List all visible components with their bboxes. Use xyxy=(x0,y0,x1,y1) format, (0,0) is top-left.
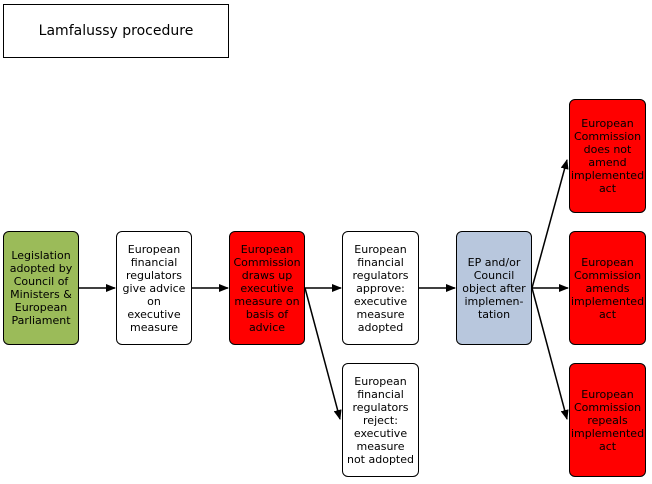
arrow-object-to-not-amend xyxy=(531,159,569,289)
node-commission-not-amend: European Commission does not amend imple… xyxy=(569,99,646,213)
arrow-object-to-repeals xyxy=(531,287,569,420)
node-commission-draws-up: European Commission draws up executive m… xyxy=(229,231,305,345)
node-commission-repeals: European Commission repeals implemented … xyxy=(569,363,646,477)
node-regulators-reject: European financial regulators reject: ex… xyxy=(342,363,419,477)
node-ep-council-object: EP and/or Council object after implemen-… xyxy=(456,231,532,345)
node-commission-amends: European Commission amends implemented a… xyxy=(569,231,646,345)
arrow-draws-up-to-reject xyxy=(304,287,342,420)
diagram-title: Lamfalussy procedure xyxy=(3,4,229,58)
node-regulators-advice: European financial regulators give advic… xyxy=(116,231,192,345)
node-regulators-approve: European financial regulators approve: e… xyxy=(342,231,419,345)
node-legislation: Legislation adopted by Council of Minist… xyxy=(3,231,79,345)
